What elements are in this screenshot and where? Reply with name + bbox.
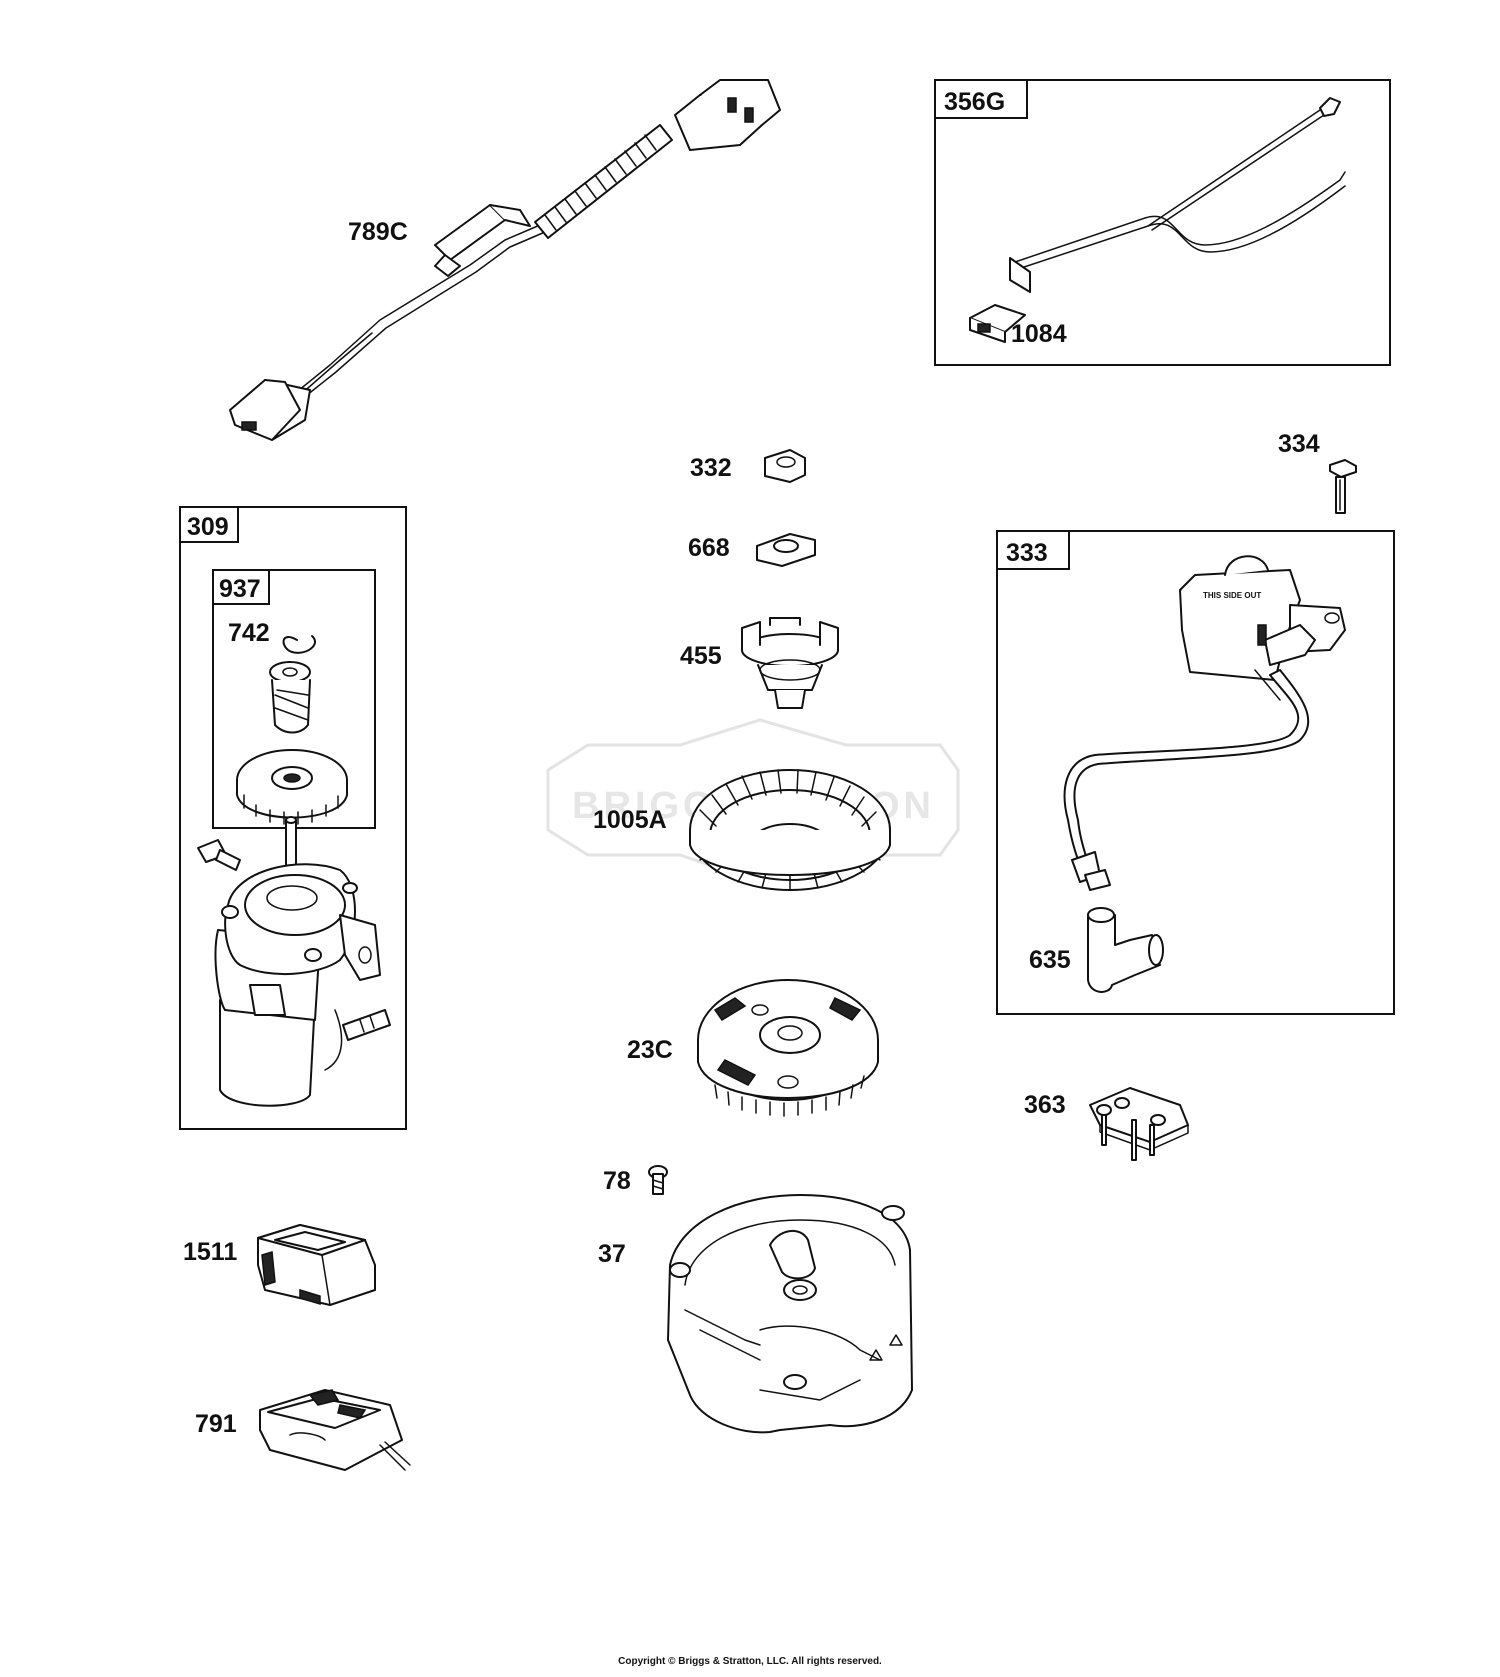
callout-78: 78	[603, 1167, 631, 1195]
callout-334: 334	[1278, 430, 1320, 458]
callout-791: 791	[195, 1410, 237, 1438]
ignition-coil-part[interactable]: THIS SIDE OUT	[1063, 555, 1346, 891]
retaining-clip-part[interactable]	[282, 635, 316, 654]
callout-1005a: 1005A	[593, 806, 667, 834]
kit-label-356g: 356G	[944, 88, 1005, 116]
flywheel-fan-part[interactable]	[689, 769, 891, 891]
flywheel-part[interactable]	[697, 979, 879, 1117]
callout-635: 635	[1029, 946, 1071, 974]
ground-bracket-part[interactable]	[1089, 1087, 1189, 1161]
callout-363: 363	[1024, 1091, 1066, 1119]
kit-label-333: 333	[1006, 539, 1048, 567]
callout-789c: 789C	[348, 218, 408, 246]
kit-label-937: 937	[219, 575, 261, 603]
ground-wire-part[interactable]	[969, 97, 1346, 343]
kit-box-333	[996, 530, 1395, 1015]
copyright-notice: Copyright © Briggs & Stratton, LLC. All …	[618, 1656, 882, 1667]
kit-label-309: 309	[187, 513, 229, 541]
starter-motor-part[interactable]	[197, 816, 391, 1107]
starter-cup-part[interactable]	[741, 617, 839, 709]
coil-sticker-text: THIS SIDE OUT	[1203, 591, 1261, 600]
coil-bolt-part[interactable]	[1329, 459, 1357, 514]
wire-harness-part[interactable]	[229, 79, 781, 441]
battery-charger-part[interactable]	[259, 1389, 411, 1471]
kit-box-356g	[934, 79, 1391, 366]
callout-1084: 1084	[1011, 320, 1067, 348]
flywheel-teeth	[714, 1075, 865, 1117]
callout-668: 668	[688, 534, 730, 562]
harness-loom-ribs	[544, 134, 657, 231]
callout-332: 332	[690, 454, 732, 482]
callout-1511: 1511	[183, 1238, 237, 1266]
screw-part[interactable]	[648, 1165, 668, 1195]
callout-742: 742	[228, 619, 270, 647]
flywheel-washer-part[interactable]	[756, 533, 816, 567]
blower-housing-part[interactable]	[667, 1194, 913, 1434]
starter-drive-part[interactable]	[236, 661, 348, 825]
callout-23c: 23C	[627, 1036, 673, 1064]
hex-nut-part[interactable]	[764, 449, 806, 483]
callout-37: 37	[598, 1240, 626, 1268]
gear-teeth	[243, 794, 339, 825]
spark-plug-cap-part[interactable]	[1087, 907, 1164, 993]
callout-455: 455	[680, 642, 722, 670]
battery-part[interactable]	[257, 1224, 376, 1306]
